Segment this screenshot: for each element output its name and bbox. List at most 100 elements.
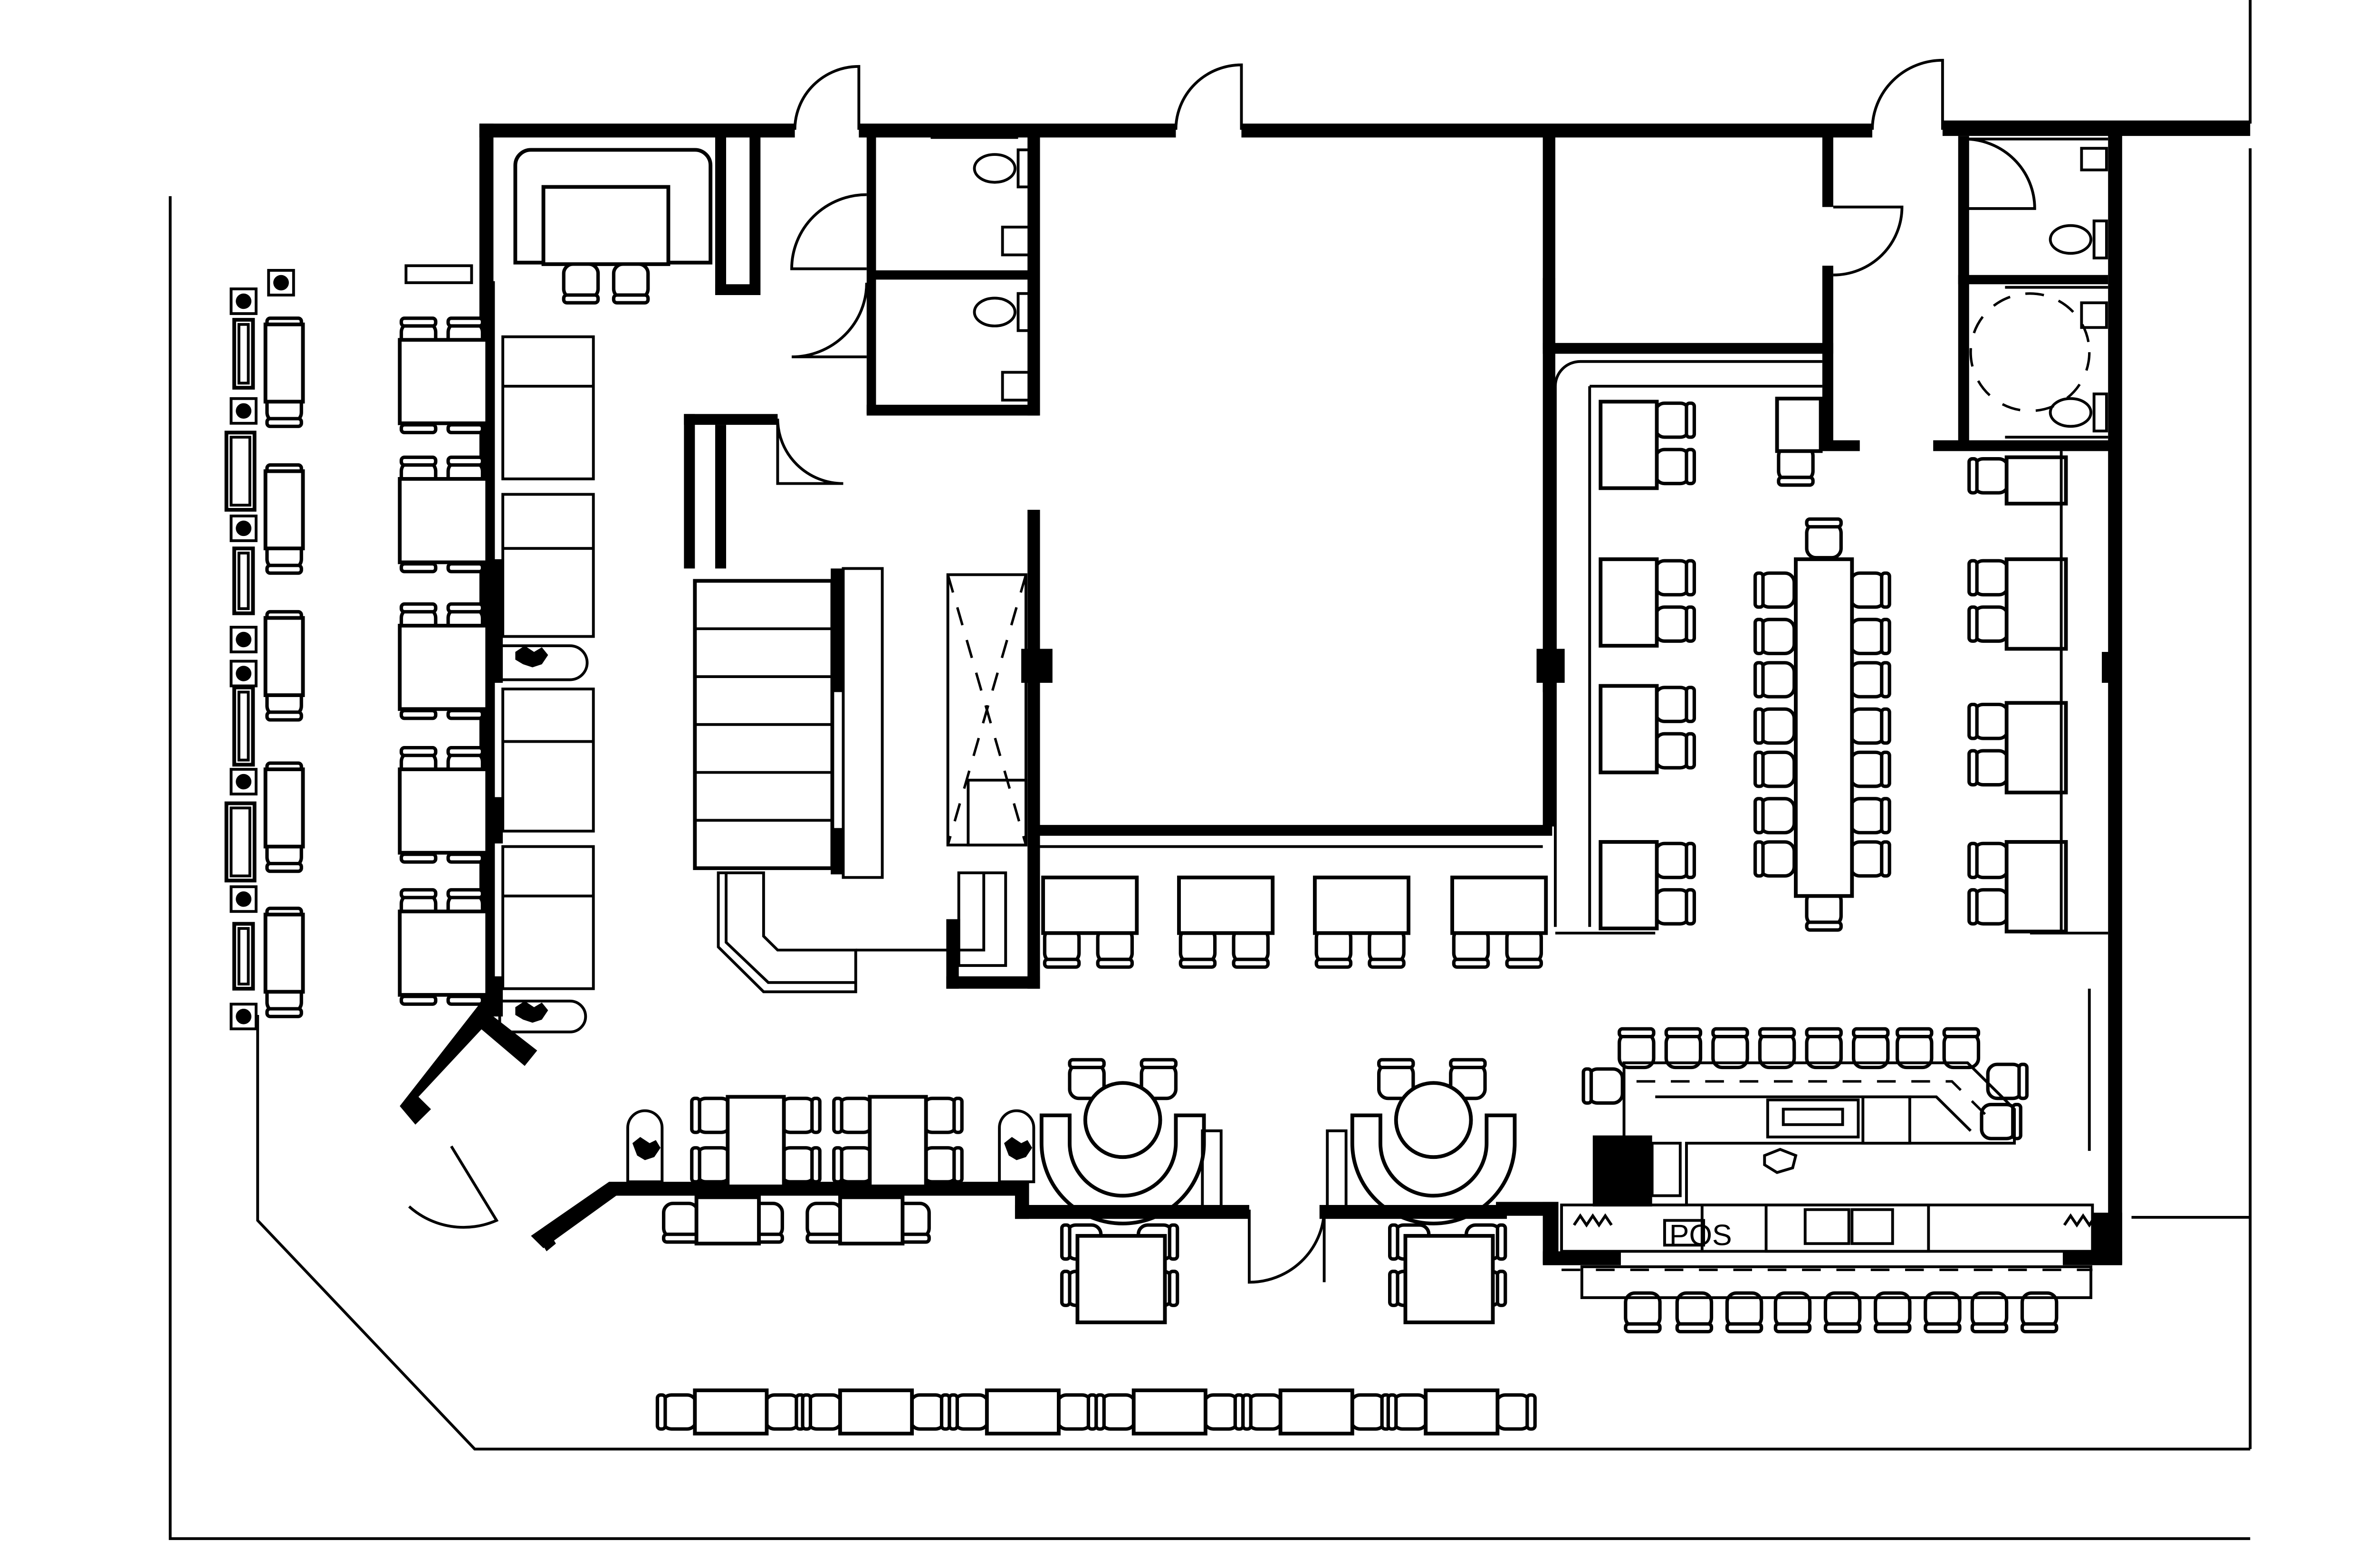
planter-icon bbox=[230, 768, 258, 796]
table-icon bbox=[398, 338, 489, 425]
chair-icon bbox=[1753, 750, 1796, 788]
planter-box bbox=[224, 430, 257, 512]
chair-icon bbox=[909, 1393, 951, 1431]
chair-icon bbox=[763, 1393, 806, 1431]
table-icon bbox=[2004, 557, 2068, 651]
chair-icon bbox=[1849, 750, 1891, 788]
chair-icon bbox=[1753, 797, 1796, 834]
table-icon bbox=[694, 1195, 761, 1246]
chair-icon bbox=[1664, 1027, 1703, 1070]
chair-icon bbox=[1805, 889, 1843, 932]
table-icon bbox=[2004, 455, 2068, 506]
table-icon bbox=[398, 909, 489, 997]
site-boundary bbox=[169, 0, 2252, 1540]
chair-icon bbox=[779, 1146, 822, 1184]
round-booths bbox=[1039, 1081, 1517, 1225]
chair-icon bbox=[1653, 448, 1696, 486]
chair-icon bbox=[1618, 1027, 1656, 1070]
chair-icon bbox=[1494, 1393, 1537, 1431]
chair-icon bbox=[1873, 1291, 1912, 1334]
chair-icon bbox=[2020, 1291, 2059, 1334]
chair-icon bbox=[661, 1202, 700, 1244]
table-icon bbox=[1403, 1234, 1495, 1324]
planter-box bbox=[232, 685, 255, 767]
chair-icon bbox=[1140, 1058, 1178, 1100]
planter-icon bbox=[230, 885, 258, 913]
planter-icon bbox=[230, 1003, 258, 1031]
table-icon bbox=[263, 767, 305, 849]
table-icon bbox=[398, 477, 489, 564]
chair-icon bbox=[1895, 1027, 1934, 1070]
table-icon bbox=[2004, 701, 2068, 794]
planter-icon bbox=[498, 644, 1035, 1184]
chair-icon bbox=[1653, 401, 1696, 439]
chair-icon bbox=[1711, 1027, 1749, 1070]
chair-icon bbox=[1094, 1393, 1137, 1431]
table-icon bbox=[263, 616, 305, 697]
sink-icon bbox=[1001, 147, 2108, 402]
chair-icon bbox=[948, 1393, 990, 1431]
table-icon bbox=[1450, 875, 1548, 935]
chair-icon bbox=[1653, 559, 1696, 597]
stair-icon bbox=[693, 567, 884, 879]
chair-icon bbox=[1624, 1291, 1662, 1334]
chair-icon bbox=[1449, 1058, 1487, 1100]
booths-left bbox=[404, 148, 713, 990]
table-icon bbox=[1599, 400, 1659, 490]
table-icon bbox=[1599, 557, 1659, 648]
chair-icon bbox=[1675, 1291, 1714, 1334]
table-icon bbox=[1599, 840, 1659, 930]
chair-icon bbox=[1777, 445, 1815, 487]
chair-icon bbox=[1967, 841, 2010, 880]
table-icon bbox=[838, 1388, 914, 1436]
planter-icon bbox=[230, 397, 258, 425]
planter-box bbox=[232, 318, 255, 390]
chair-icon bbox=[1823, 1291, 1862, 1334]
table-icon bbox=[398, 623, 489, 711]
chair-icon bbox=[1851, 1027, 1890, 1070]
table-icon bbox=[398, 767, 489, 855]
table-icon bbox=[1041, 875, 1139, 935]
chair-icon bbox=[1849, 707, 1891, 745]
chair-icon bbox=[832, 1097, 875, 1134]
chair-icon bbox=[1202, 1393, 1245, 1431]
chair-icon bbox=[1849, 840, 1891, 878]
chair-icon bbox=[1967, 888, 2010, 926]
chair-icon bbox=[1653, 841, 1696, 880]
planter-icon bbox=[230, 626, 258, 653]
table-icon bbox=[263, 322, 305, 404]
planter-icon bbox=[230, 660, 258, 688]
table-icon bbox=[1278, 1388, 1354, 1436]
table-icon bbox=[263, 912, 305, 994]
chair-icon bbox=[1849, 571, 1891, 609]
chair-icon bbox=[1849, 797, 1891, 834]
chair-icon bbox=[690, 1097, 733, 1134]
chair-icon bbox=[1753, 707, 1796, 745]
chair-icon bbox=[1967, 749, 2010, 787]
table-icon bbox=[985, 1388, 1061, 1436]
chair-icon bbox=[1967, 559, 2010, 597]
chair-icon bbox=[921, 1097, 964, 1134]
restrooms bbox=[930, 136, 2108, 439]
right-dining-room bbox=[1040, 360, 2108, 1151]
chair-icon bbox=[1805, 1027, 1843, 1070]
interior-walls bbox=[490, 136, 2121, 1017]
table-icon bbox=[1075, 1234, 1167, 1324]
chair-icon bbox=[1753, 618, 1796, 655]
chair-icon bbox=[612, 262, 650, 305]
chair-icon bbox=[1849, 618, 1891, 655]
chair-icon bbox=[1753, 840, 1796, 878]
chair-icon bbox=[832, 1146, 875, 1184]
chair-icon bbox=[1653, 732, 1696, 770]
chair-icon bbox=[1653, 888, 1696, 926]
chair-icon bbox=[1653, 686, 1696, 723]
table-icon bbox=[1794, 557, 1854, 898]
planter-box bbox=[232, 546, 255, 615]
chair-icon bbox=[1967, 457, 2010, 495]
table-icon bbox=[1775, 396, 1823, 453]
chair-icon bbox=[1581, 1067, 1624, 1105]
chair-icon bbox=[1773, 1291, 1812, 1334]
table-icon bbox=[1177, 875, 1275, 935]
table-icon bbox=[1424, 1388, 1500, 1436]
chair-icon bbox=[1805, 517, 1843, 560]
